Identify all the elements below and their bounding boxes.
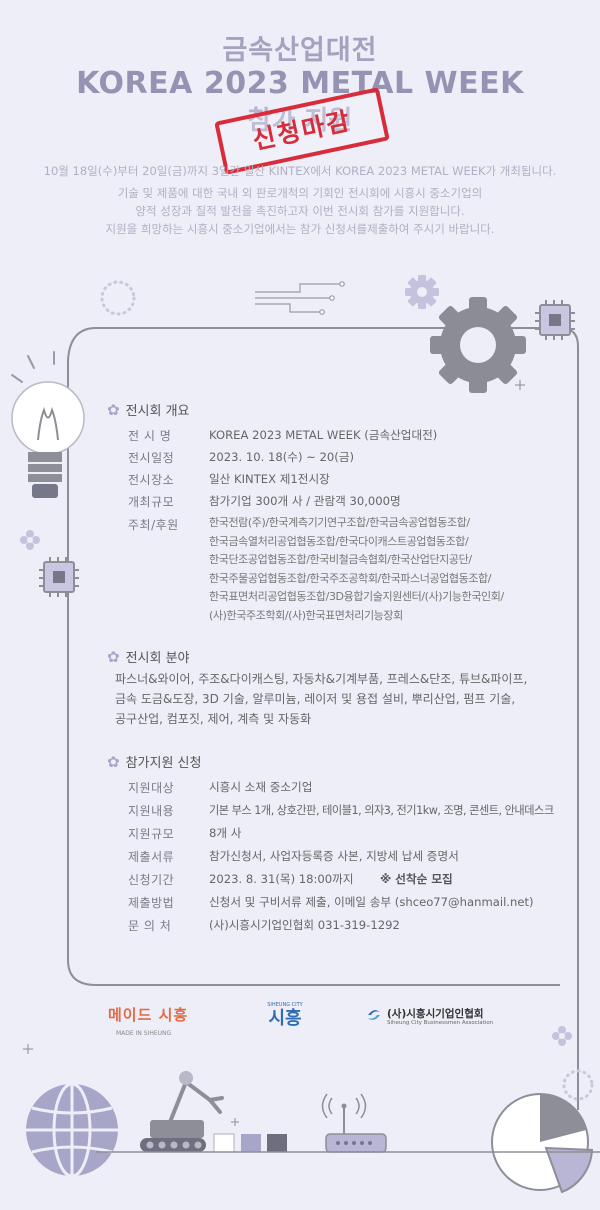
field-line: 공구산업, 컴포짓, 제어, 계측 및 자동화 — [115, 712, 312, 726]
chip-icon-left — [39, 557, 79, 597]
intro-line: 양적 성장과 질적 발전을 촉진하고자 이번 전시회 참가를 지원합니다. — [135, 204, 465, 218]
overview-label: 전시장소 — [128, 473, 175, 487]
support-label: 지원규모 — [128, 827, 175, 841]
circuit-lines-icon — [255, 281, 345, 315]
host-line: 한국단조공업협동조합/한국비철금속협회/한국산업단지공단/ — [209, 553, 472, 567]
siheung-city-text: 시흥 — [268, 1008, 302, 1029]
field-line: 파스너&와이어, 주조&다이캐스팅, 자동차&기계부품, 프레스&단조, 튜브&… — [115, 672, 528, 686]
host-line: 한국전람(주)/한국계측기기연구조합/한국금속공업협동조합/ — [209, 516, 470, 529]
small-gear-icon — [405, 275, 439, 309]
overview-value: 2023. 10. 18(수) ~ 20(금) — [209, 450, 355, 464]
overview-value: 일산 KINTEX 제1전시장 — [209, 472, 330, 486]
section-title: 참가지원 신청 — [125, 756, 202, 771]
boxes-icon — [213, 1133, 287, 1153]
section-overview-heading: ✿ 전시회 개요 — [107, 400, 190, 419]
host-line: 한국주물공업협동조합/한국주조공학회/한국파스너공업협동조합/ — [209, 571, 492, 585]
flower-icon — [552, 1026, 572, 1046]
intro-line: 10월 18일(수)부터 20일(금)까지 3일간 일산 KINTEX에서 KO… — [43, 164, 557, 178]
overview-label: 개최규모 — [128, 495, 175, 509]
support-label: 지원대상 — [128, 781, 175, 795]
field-line: 금속 도금&도장, 3D 기술, 알루미늄, 레이저 및 용접 설비, 뿌리산업… — [115, 692, 516, 706]
section-fields-heading: ✿ 전시회 분야 — [107, 647, 190, 666]
dotted-circle-icon — [100, 280, 136, 316]
support-label: 제출방법 — [128, 896, 175, 910]
flower-icon — [20, 530, 40, 550]
router-icon — [321, 1093, 387, 1153]
title-support: 참가 지원 — [247, 106, 353, 136]
support-value: 신청서 및 구비서류 제출, 이메일 송부 (shceo77@hanmail.n… — [209, 895, 534, 909]
made-in-siheung-text: 메이드 시흥 — [108, 1006, 189, 1024]
overview-label: 전시일정 — [128, 451, 175, 465]
support-value: (사)시흥시기업인협회 031-319-1292 — [209, 918, 400, 932]
section-support-heading: ✿ 참가지원 신청 — [107, 752, 201, 771]
first-come-note: ※ 선착순 모집 — [380, 872, 453, 886]
support-label: 지원내용 — [128, 804, 175, 818]
support-value: 8개 사 — [209, 826, 242, 840]
overview-value: 참가기업 300개 사 / 관람객 30,000명 — [209, 494, 401, 508]
dotted-circle-icon — [562, 1069, 594, 1101]
siheung-city-logo: SIHEUNG CITY 시흥 — [250, 1002, 320, 1030]
support-label: 신청기간 — [128, 873, 175, 887]
title-korean: 금속산업대전 — [222, 35, 378, 66]
host-line: (사)한국주조학회/(사)한국표면처리기능장회 — [209, 609, 403, 622]
intro-line: 지원을 희망하는 시흥시 중소기업에서는 참가 신청서를제출하여 주시기 바랍니… — [105, 222, 495, 236]
section-title: 전시회 분야 — [125, 651, 190, 666]
host-line: 한국표면처리공업협동조합/3D융합기술지원센터/(사)기능한국인회/ — [209, 590, 504, 604]
association-sub: Siheung City Businessmen Association — [387, 1020, 494, 1026]
overview-label: 주최/후원 — [128, 518, 179, 532]
intro-line: 기술 및 제품에 대한 국내 외 판로개척의 기회인 전시회에 시흥시 중소기업… — [117, 186, 483, 200]
support-label: 제출서류 — [128, 850, 175, 864]
flower-bullet-icon: ✿ — [107, 753, 120, 771]
support-label: 문 의 처 — [128, 919, 172, 933]
support-value: 시흥시 소재 중소기업 — [209, 780, 313, 794]
flower-bullet-icon: ✿ — [107, 648, 120, 666]
robot-arm-icon — [168, 1071, 224, 1124]
support-value: 기본 부스 1개, 상호간판, 테이블1, 의자3, 전기1kw, 조명, 콘센… — [209, 804, 554, 817]
overview-value: KOREA 2023 METAL WEEK (금속산업대전) — [209, 428, 438, 442]
gear-icon — [430, 297, 526, 393]
robot-base-icon — [140, 1120, 206, 1152]
support-value: 2023. 8. 31(목) 18:00까지 — [209, 872, 354, 886]
light-bulb-icon — [11, 351, 85, 498]
association-name: (사)시흥시기업인협회 — [387, 1008, 484, 1020]
chip-icon-right — [535, 300, 575, 340]
globe-icon — [26, 1082, 118, 1178]
flower-bullet-icon: ✿ — [107, 401, 120, 419]
overview-label: 전 시 명 — [128, 429, 172, 443]
made-in-siheung-sub: MADE IN SIHEUNG — [116, 1030, 172, 1037]
association-logo-icon — [368, 1010, 380, 1020]
section-title: 전시회 개요 — [125, 404, 190, 419]
made-in-siheung-logo: 메이드 시흥 MADE IN SIHEUNG — [108, 1004, 208, 1037]
title-english: KOREA 2023 METAL WEEK — [76, 66, 524, 101]
support-value: 참가신청서, 사업자등록증 사본, 지방세 납세 증명서 — [209, 849, 459, 863]
siheung-city-small: SIHEUNG CITY — [267, 1002, 303, 1008]
host-line: 한국금속열처리공업협동조합/한국다이캐스트공업협동조합/ — [209, 534, 469, 548]
pie-chart-icon — [491, 1093, 594, 1194]
